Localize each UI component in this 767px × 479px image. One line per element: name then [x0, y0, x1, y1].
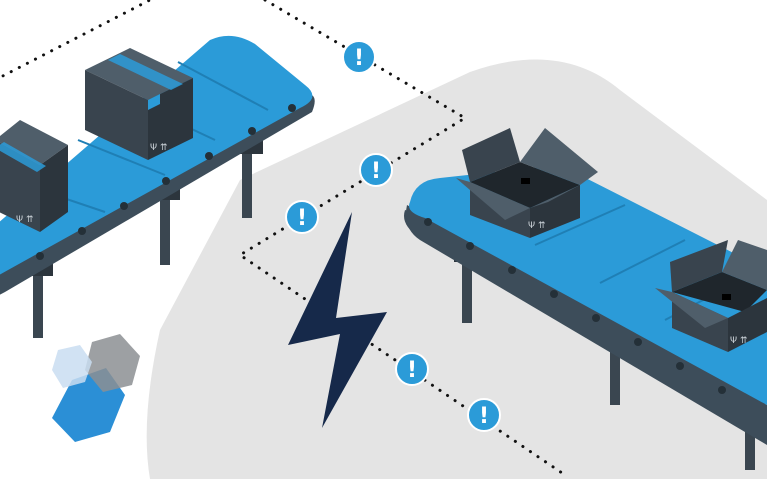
- svg-text:!: !: [407, 358, 417, 383]
- svg-text:!: !: [354, 46, 364, 71]
- cardboard-box-icon: Ψ ⇈: [85, 48, 193, 160]
- box-mark: Ψ ⇈: [528, 221, 546, 231]
- box-mark: Ψ ⇈: [16, 215, 34, 225]
- svg-text:!: !: [371, 159, 381, 184]
- hexagon-icon: [85, 334, 140, 392]
- cardboard-box-icon: Ψ ⇈: [655, 240, 767, 352]
- box-mark: Ψ ⇈: [730, 336, 748, 346]
- left-belt-side: [0, 93, 315, 295]
- hexagon-icon: [52, 345, 92, 388]
- alert-exclamation-icon: !: [395, 352, 429, 386]
- box-mark: Ψ ⇈: [150, 143, 168, 153]
- cardboard-box-icon: Ψ ⇈: [0, 120, 68, 232]
- alert-badges: ! ! ! ! !: [285, 40, 501, 432]
- alert-exclamation-icon: !: [285, 200, 319, 234]
- cardboard-box-icon: Ψ ⇈: [456, 128, 598, 238]
- lightning-bolt-icon: [288, 212, 387, 428]
- svg-text:!: !: [479, 404, 489, 429]
- alert-exclamation-icon: !: [359, 153, 393, 187]
- right-conveyor: Ψ ⇈ Ψ ⇈: [404, 128, 767, 470]
- alert-exclamation-icon: !: [342, 40, 376, 74]
- alert-exclamation-icon: !: [467, 398, 501, 432]
- left-conveyor: Ψ ⇈ Ψ ⇈: [0, 35, 315, 338]
- hexagon-cluster: [52, 334, 140, 442]
- right-belt-rollers: [424, 218, 726, 394]
- svg-text:!: !: [297, 206, 307, 231]
- left-belt-rollers: [36, 104, 296, 260]
